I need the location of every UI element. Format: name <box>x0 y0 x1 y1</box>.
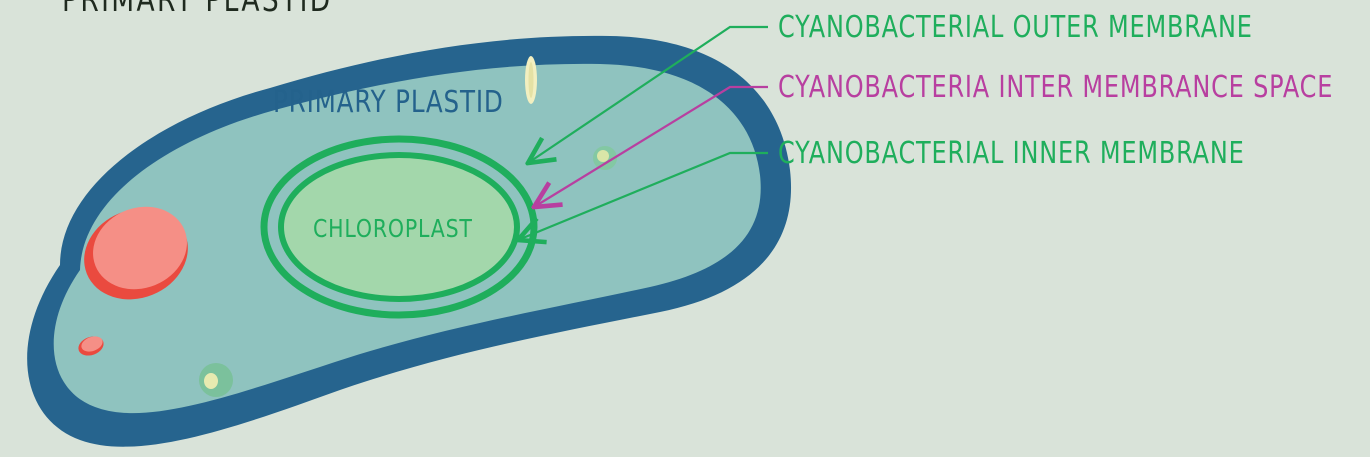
small-vesicle-right-core <box>597 150 609 162</box>
inter-membrane-space-label: CYANOBACTERIA INTER MEMBRANCE SPACE <box>778 73 1333 103</box>
chloroplast-label: CHLOROPLAST <box>313 216 473 241</box>
page-title: PRIMARY PLASTID <box>62 0 333 17</box>
outer-membrane-label: CYANOBACTERIAL OUTER MEMBRANE <box>778 13 1253 43</box>
elongated-vesicle-center <box>529 62 534 98</box>
small-vesicle-bottom-core <box>204 373 218 389</box>
primary-plastid-label: PRIMARY PLASTID <box>273 88 504 118</box>
inner-membrane-label: CYANOBACTERIAL INNER MEMBRANE <box>778 139 1245 169</box>
